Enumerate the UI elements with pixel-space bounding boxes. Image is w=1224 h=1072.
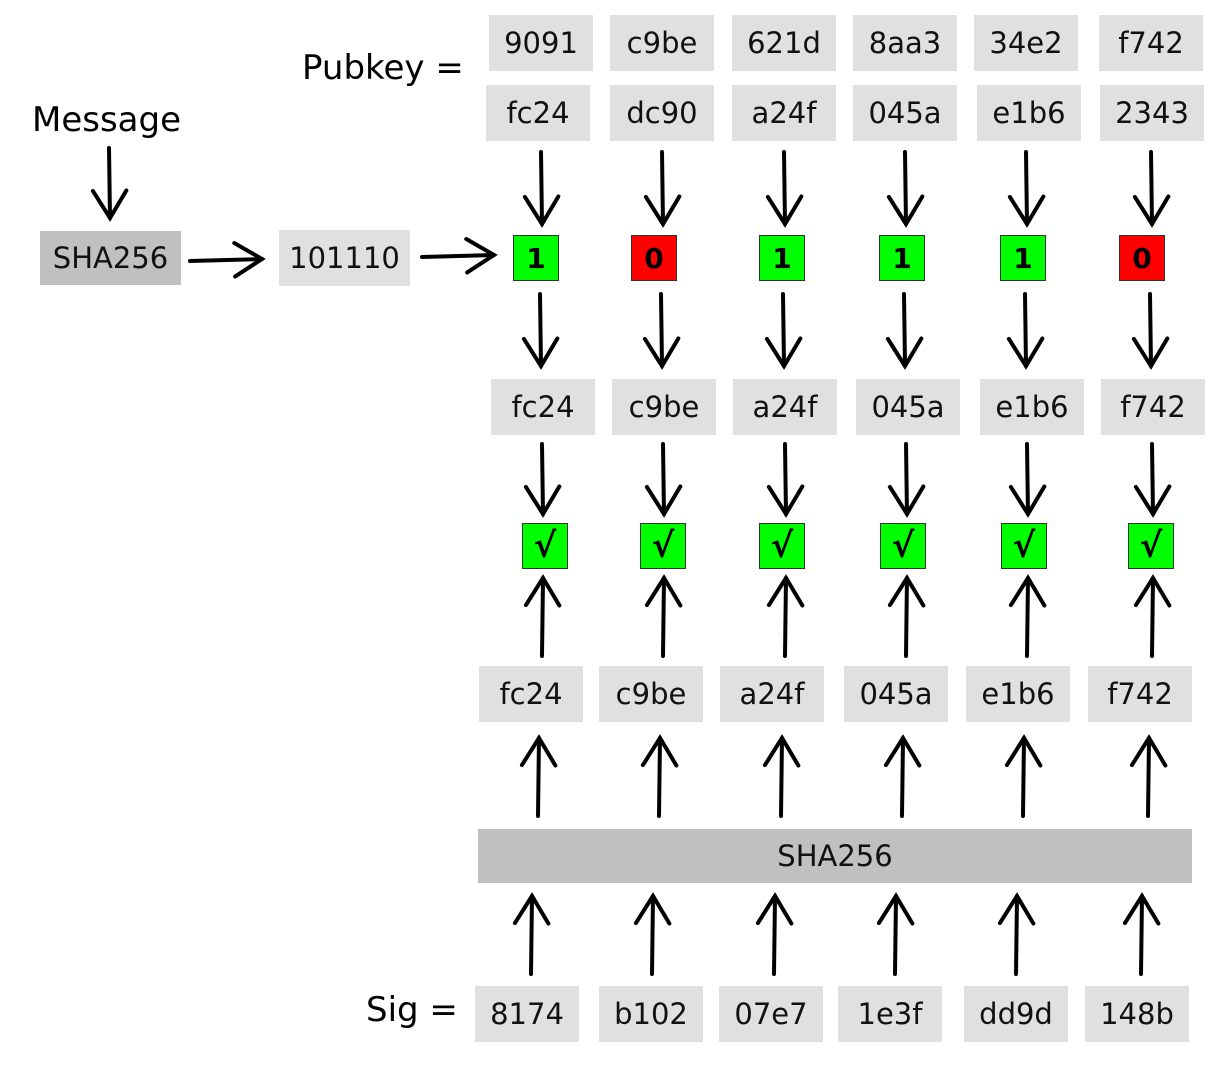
arrow-pubkey-to-bit-1 [522,150,561,228]
pubkey-top-6: f742 [1099,15,1203,71]
hashed-sig-3: a24f [720,666,824,722]
arrow-sig-to-sighash-4 [876,892,915,976]
arrow-pubkey-to-bit-3 [765,150,804,228]
selected-key-3: a24f [733,379,837,435]
hashed-sig-2: c9be [599,666,703,722]
arrow-hashed-to-check-6 [1133,574,1172,658]
sig-label: Sig = [366,990,458,1030]
bit-1: 1 [513,235,559,281]
arrow-selected-to-check-5 [1008,442,1047,518]
arrow-sig-to-sighash-6 [1122,892,1161,976]
bit-4: 1 [879,235,925,281]
sig-part-4: 1e3f [838,986,942,1042]
arrow-sighash-to-hashed-1 [519,734,558,818]
sig-part-3: 07e7 [719,986,823,1042]
pubkey-bottom-3: a24f [732,85,836,141]
selected-key-5: e1b6 [980,379,1084,435]
pubkey-label: Pubkey = [302,48,464,88]
pubkey-top-2: c9be [610,15,714,71]
hashed-sig-6: f742 [1088,666,1192,722]
arrow-bit-to-selected-6 [1131,292,1170,370]
pubkey-top-5: 34e2 [974,15,1078,71]
pubkey-bottom-4: 045a [853,85,957,141]
selected-key-4: 045a [856,379,960,435]
selected-key-1: fc24 [491,379,595,435]
pubkey-bottom-2: dc90 [610,85,714,141]
check-icon-3: √ [759,523,805,569]
arrow-pubkey-to-bit-4 [886,150,925,228]
bit-5: 1 [1000,235,1046,281]
bit-3: 1 [759,235,805,281]
arrow-bit-to-selected-4 [885,292,924,370]
arrow-sighash-to-hashed-3 [762,734,801,818]
sig-part-5: dd9d [964,986,1068,1042]
arrow-message-to-hash [90,146,129,222]
arrow-bit-to-selected-3 [764,292,803,370]
bit-2: 0 [631,235,677,281]
arrow-pubkey-to-bit-6 [1132,150,1171,228]
arrow-selected-to-check-4 [887,442,926,518]
arrow-sighash-to-hashed-6 [1129,734,1168,818]
pubkey-bottom-6: 2343 [1100,85,1204,141]
check-icon-4: √ [880,523,926,569]
selected-key-2: c9be [612,379,716,435]
sig-part-6: 148b [1085,986,1189,1042]
hash-bits-box: 101110 [279,230,410,286]
arrow-selected-to-check-1 [523,442,562,518]
arrow-bit-to-selected-5 [1006,292,1045,370]
arrow-sighash-to-hashed-2 [640,734,679,818]
sig-hash-box: SHA256 [478,829,1192,883]
sig-part-1: 8174 [475,986,579,1042]
arrow-hashed-to-check-1 [523,574,562,658]
arrow-selected-to-check-3 [766,442,805,518]
hashed-sig-1: fc24 [479,666,583,722]
bit-6: 0 [1119,235,1165,281]
pubkey-top-4: 8aa3 [853,15,957,71]
pubkey-top-1: 9091 [489,15,593,71]
arrow-hashed-to-check-3 [766,574,805,658]
hashed-sig-4: 045a [844,666,948,722]
arrow-sig-to-sighash-2 [633,892,672,976]
check-icon-1: √ [522,523,568,569]
check-icon-6: √ [1128,523,1174,569]
arrow-bits-to-selector [420,237,498,275]
sig-part-2: b102 [599,986,703,1042]
arrow-hashed-to-check-2 [644,574,683,658]
arrow-selected-to-check-2 [644,442,683,518]
arrow-selected-to-check-6 [1133,442,1172,518]
pubkey-top-3: 621d [732,15,836,71]
pubkey-bottom-5: e1b6 [977,85,1081,141]
arrow-sig-to-sighash-3 [755,892,794,976]
arrow-sighash-to-hashed-4 [883,734,922,818]
check-icon-5: √ [1001,523,1047,569]
message-hash-box: SHA256 [40,231,181,285]
selected-key-6: f742 [1101,379,1205,435]
arrow-hash-to-bits [188,241,266,279]
arrow-pubkey-to-bit-2 [643,150,682,228]
arrow-pubkey-to-bit-5 [1007,150,1046,228]
pubkey-bottom-1: fc24 [486,85,590,141]
check-icon-2: √ [640,523,686,569]
hashed-sig-5: e1b6 [966,666,1070,722]
arrow-hashed-to-check-5 [1008,574,1047,658]
arrow-sighash-to-hashed-5 [1004,734,1043,818]
arrow-hashed-to-check-4 [887,574,926,658]
arrow-bit-to-selected-1 [521,292,560,370]
arrow-sig-to-sighash-5 [997,892,1036,976]
arrow-bit-to-selected-2 [642,292,681,370]
arrow-sig-to-sighash-1 [512,892,551,976]
message-label: Message [32,100,182,140]
